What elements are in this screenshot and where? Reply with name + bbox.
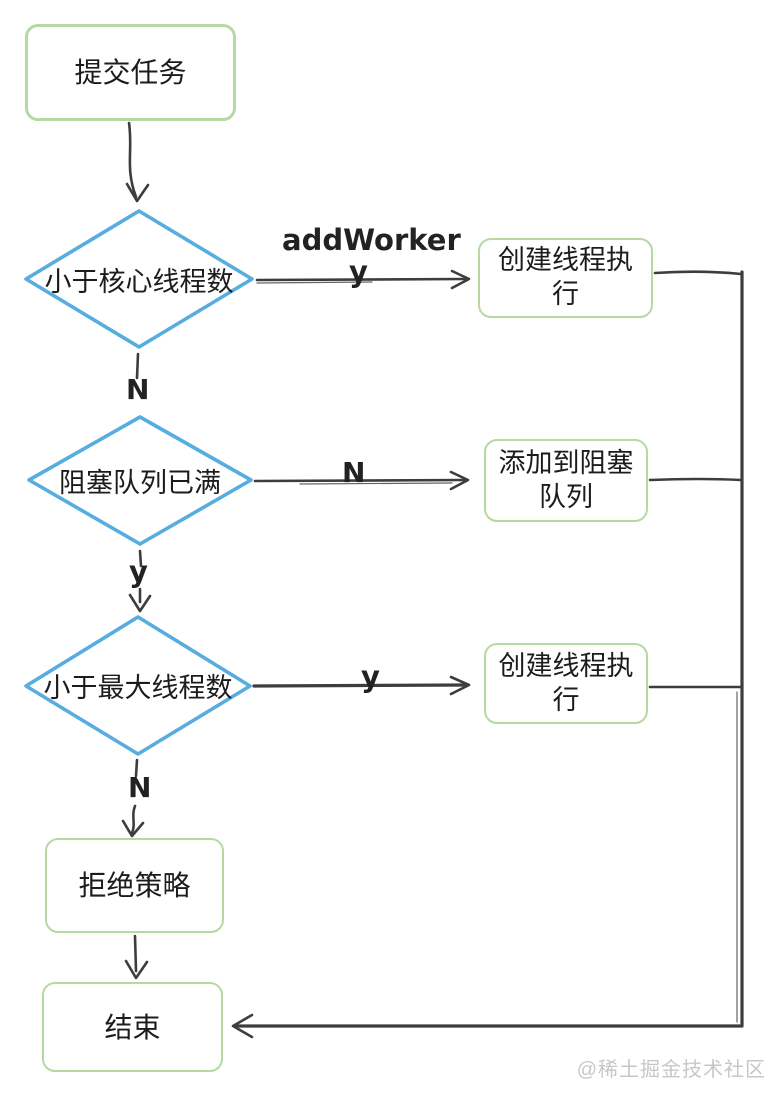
diamond-shape	[24, 209, 254, 349]
edge-add-to-trunk	[648, 477, 743, 482]
edge-submit-to-core	[125, 121, 150, 203]
node-end-label: 结束	[104, 1011, 161, 1043]
edge-reject-to-end	[124, 934, 149, 980]
node-add-to-queue: 添加到阻塞队列	[484, 439, 648, 522]
edge-trunk-to-end	[231, 270, 744, 1039]
node-lt-max-threads-label: 小于最大线程数	[43, 673, 233, 703]
edge-label-n-core: N	[126, 373, 150, 406]
edge-max-to-reject	[121, 758, 145, 838]
node-lt-core-threads: 小于核心线程数	[22, 206, 256, 352]
edge-label-y-queue: y	[129, 555, 148, 589]
edge-core-to-queue	[135, 352, 140, 380]
edge-core-to-create1	[255, 269, 471, 290]
node-create-thread-1: 创建线程执行	[478, 238, 653, 318]
edge-label-n-row2: N	[342, 456, 366, 489]
edge-label-n-max: N	[128, 771, 152, 804]
edge-queue-to-add	[253, 470, 470, 491]
node-submit-task-label: 提交任务	[74, 57, 187, 88]
node-end: 结束	[42, 982, 223, 1072]
node-create-thread-2-label: 创建线程执行	[498, 650, 634, 715]
node-queue-full: 阻塞队列已满	[25, 412, 255, 549]
node-reject-policy: 拒绝策略	[45, 838, 224, 933]
node-create-thread-1-label: 创建线程执行	[498, 245, 633, 309]
edge-label-y-row3: y	[361, 660, 380, 694]
edge-label-addworker: addWorker	[282, 223, 461, 257]
edge-label-y-row1: y	[349, 255, 368, 289]
node-queue-full-label: 阻塞队列已满	[59, 468, 221, 498]
node-submit-task: 提交任务	[25, 24, 236, 121]
diamond-shape	[27, 415, 253, 546]
node-lt-max-threads: 小于最大线程数	[22, 612, 254, 759]
node-create-thread-2: 创建线程执行	[484, 643, 648, 724]
watermark-juejin: @稀土掘金技术社区	[576, 1059, 766, 1081]
edge-max-to-create2	[252, 675, 471, 696]
diamond-shape	[24, 615, 252, 756]
node-add-to-queue-label: 添加到阻塞队列	[498, 447, 634, 512]
node-reject-policy-label: 拒绝策略	[78, 870, 191, 901]
node-lt-core-threads-label: 小于核心线程数	[44, 266, 234, 297]
edge-create1-to-trunk	[653, 270, 743, 276]
edge-queue-to-max	[128, 549, 152, 613]
